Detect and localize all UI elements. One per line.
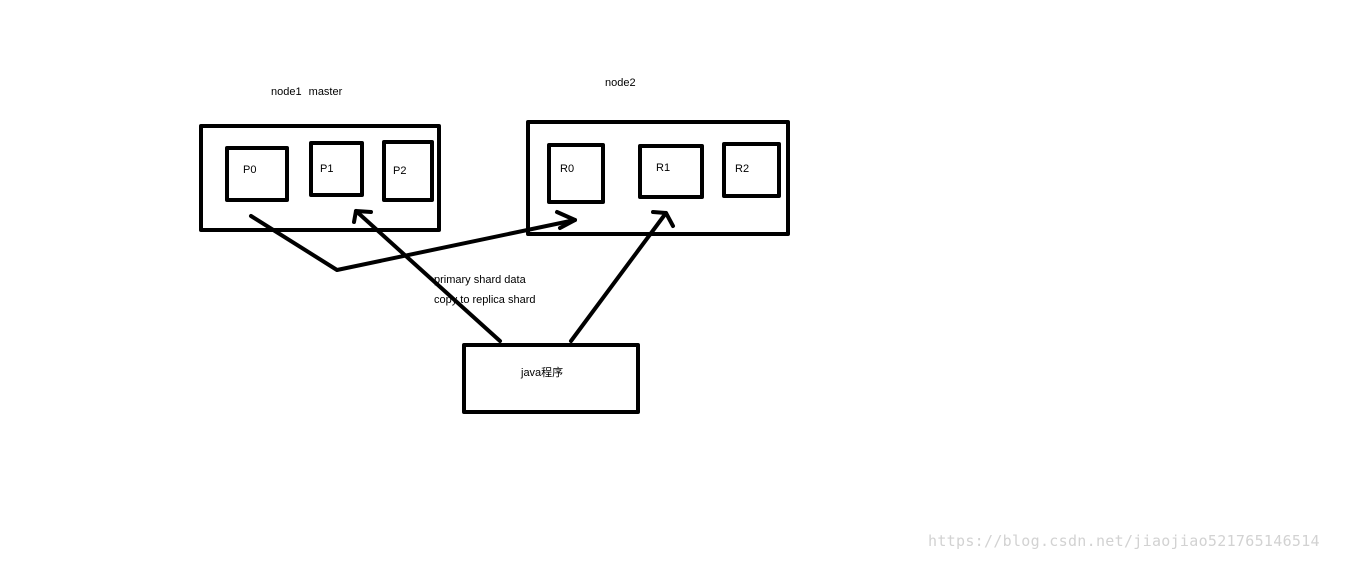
shard-p1-box [309, 141, 364, 197]
shard-r1-box [638, 144, 704, 199]
shard-r1-label: R1 [656, 162, 671, 174]
node2-label: node2 [605, 77, 636, 89]
shard-r2-label: R2 [735, 163, 750, 175]
annotation-line-2: copy to replica shard [434, 294, 536, 306]
read-arrow-to-r1 [569, 211, 668, 343]
node1-label: node1 master [271, 86, 342, 99]
node1-name: node1 [271, 86, 302, 98]
shard-r0-label: R0 [560, 163, 575, 175]
watermark: https://blog.csdn.net/jiaojiao5217651465… [928, 532, 1320, 550]
replication-arrowhead [555, 210, 577, 230]
client-label: java程序 [521, 367, 564, 379]
replication-arrow [249, 214, 577, 272]
shard-p2-label: P2 [393, 165, 407, 177]
shard-p1-label: P1 [320, 163, 334, 175]
read-arrowhead-r1 [651, 210, 675, 228]
client-box [462, 343, 640, 414]
node1-role: master [308, 86, 343, 98]
node1-box [199, 124, 441, 232]
write-arrowhead-p1 [352, 209, 373, 224]
shard-r0-box [547, 143, 605, 204]
shard-p0-label: P0 [243, 164, 257, 176]
annotation-line-1: primary shard data [434, 274, 526, 286]
shard-p0-box [225, 146, 289, 202]
write-arrow-to-p1 [354, 209, 502, 343]
node2-box [526, 120, 790, 236]
shard-p2-box [382, 140, 434, 202]
shard-r2-box [722, 142, 781, 198]
